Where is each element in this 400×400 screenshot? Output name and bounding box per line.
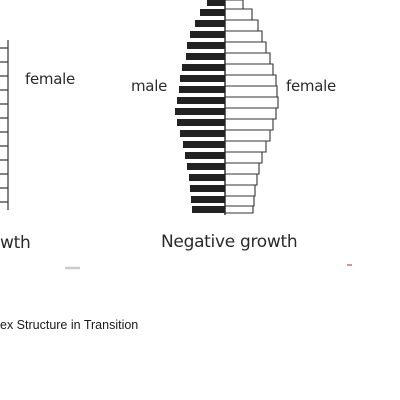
male-bar [177,97,225,104]
male-bar [180,75,225,82]
left-pyramid-fragment [0,40,9,210]
male-bar [200,9,225,16]
male-bar [189,174,225,181]
male-bar [177,119,225,126]
male-bar [182,64,225,71]
male-bar [192,206,225,213]
figure-caption: ex Structure in Transition [0,318,139,332]
right-female-label: female [286,77,336,95]
male-bar [187,163,225,170]
male-bar [186,53,225,60]
male-bar [187,42,225,49]
male-bars [175,0,225,213]
male-bar [185,152,225,159]
female-bars [225,0,279,214]
left-pyramid-caption: wth [0,233,31,253]
male-bar [190,185,225,192]
female-outline [225,0,279,214]
male-bar [180,130,225,137]
male-label: male [131,77,167,95]
left-female-label: female [25,70,75,88]
male-bar [191,196,225,203]
male-bar [179,86,225,93]
male-bar [207,0,225,6]
right-pyramid-caption: Negative growth [161,232,298,252]
male-bar [175,108,225,115]
male-bar [195,20,225,27]
male-bar [190,31,225,38]
male-bar [183,141,225,148]
